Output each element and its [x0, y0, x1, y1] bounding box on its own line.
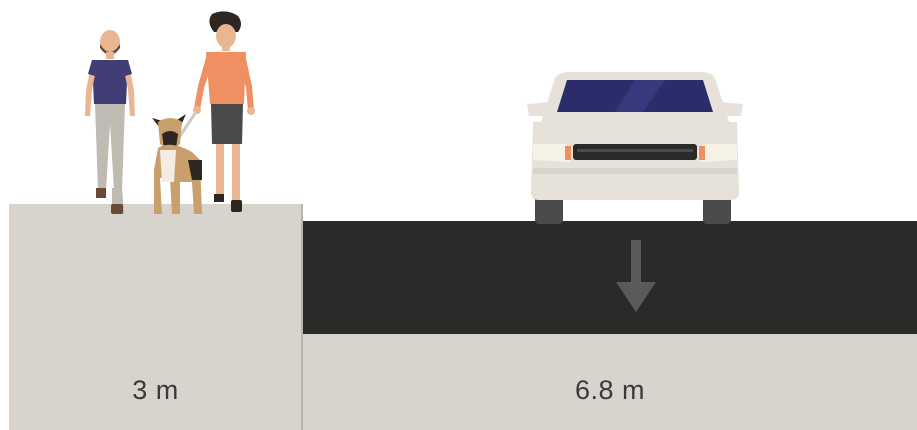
- direction-arrow-down-icon: [614, 240, 658, 314]
- drive-lane-asphalt: [303, 221, 917, 334]
- drive-lane-width-label: 6.8 m: [303, 375, 917, 406]
- car-front-icon: [525, 72, 745, 226]
- pedestrian-icon: [82, 28, 138, 218]
- sidewalk-width-label: 3 m: [9, 375, 302, 406]
- pedestrian-with-dog-icon: [146, 10, 258, 216]
